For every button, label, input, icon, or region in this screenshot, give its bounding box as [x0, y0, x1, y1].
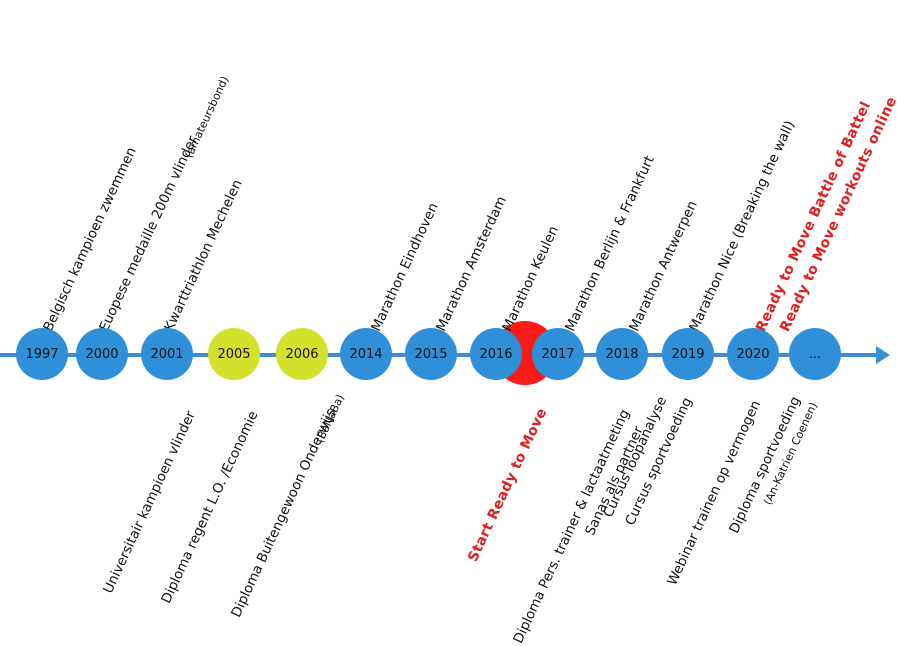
year-node-2016: 2016 [470, 328, 522, 380]
timeline-arrow-icon [876, 346, 890, 364]
year-label: 2014 [349, 346, 383, 362]
year-node-2000: 2000 [76, 328, 128, 380]
year-node-2015: 2015 [405, 328, 457, 380]
event-label-2000-note: (amateursbond) [182, 74, 232, 161]
year-node-2001: 2001 [141, 328, 193, 380]
event-label-2018: Marathon Antwerpen [626, 198, 701, 334]
year-label: 1997 [25, 346, 59, 362]
year-label: 2001 [150, 346, 184, 362]
year-label: 2000 [85, 346, 119, 362]
event-label-2014: Marathon Eindhoven [368, 200, 442, 334]
event-label-1997: Belgisch kampioen zwemmen [40, 144, 140, 334]
year-node-2020: 2020 [727, 328, 779, 380]
year-label: 2016 [479, 346, 513, 362]
event-label-2020-online: Ready to Move workouts online [777, 94, 901, 335]
year-label: 2017 [541, 346, 575, 362]
event-label-2016: Marathon Keulen [499, 223, 563, 334]
year-label: 2018 [605, 346, 639, 362]
event-label-2015: Marathon Amsterdam [433, 193, 510, 334]
year-node-2014: 2014 [340, 328, 392, 380]
year-label: 2005 [217, 346, 251, 362]
year-node-1997: 1997 [16, 328, 68, 380]
year-label: 2015 [414, 346, 448, 362]
event-label-2016-start: Start Ready to Move [465, 405, 551, 565]
year-label: ... [808, 346, 822, 362]
event-label-2020-battle: Ready to Move Battle of Battel [753, 99, 875, 335]
year-node-2017: 2017 [532, 328, 584, 380]
year-node-2006: 2006 [276, 328, 328, 380]
year-label: 2019 [671, 346, 705, 362]
year-node-2018: 2018 [596, 328, 648, 380]
year-label: 2006 [285, 346, 319, 362]
year-node-more: ... [789, 328, 841, 380]
event-label-2001: Kwarttriathlon Mechelen [161, 177, 246, 334]
year-label: 2020 [736, 346, 770, 362]
year-node-2019: 2019 [662, 328, 714, 380]
year-node-2005: 2005 [208, 328, 260, 380]
